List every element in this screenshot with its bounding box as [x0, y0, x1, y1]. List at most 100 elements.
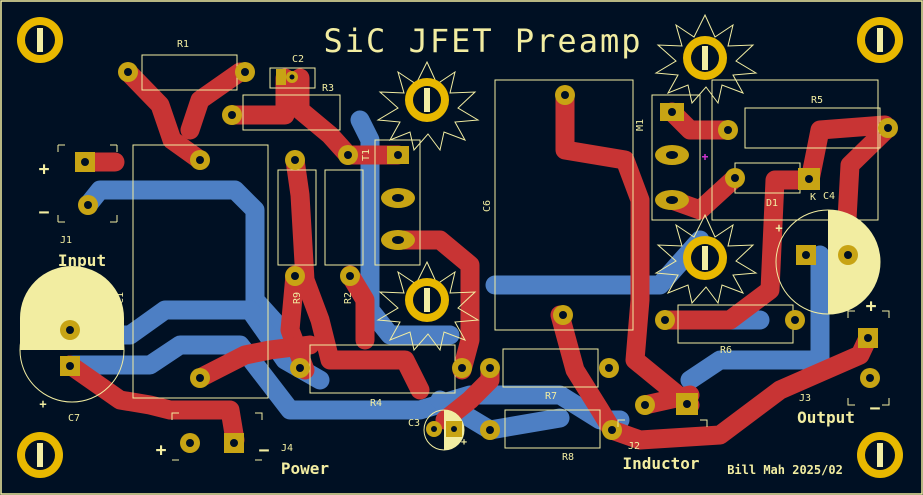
c7-plus-mark: +: [39, 397, 46, 411]
outline-t1: [374, 139, 421, 266]
corner-mark: [700, 419, 708, 427]
outline-r3: [242, 94, 341, 131]
outline-r2: [324, 169, 364, 266]
pad-hole: [641, 401, 649, 409]
c2-ref: C2: [292, 54, 304, 65]
pad-hole: [864, 334, 872, 342]
back-trace: [680, 245, 830, 390]
pad-hole: [605, 364, 613, 372]
pad-hole: [344, 151, 352, 159]
back-trace: [60, 335, 630, 430]
pad-hole: [346, 272, 354, 280]
pin1-glyph: [424, 288, 430, 312]
corner-mark: [110, 215, 118, 223]
pad-hole: [486, 426, 494, 434]
outline-c1: [132, 144, 269, 399]
board-title: SiC JFET Preamp: [324, 22, 643, 60]
pad-hole: [884, 124, 892, 132]
corner-mark: [57, 144, 65, 152]
corner-mark: [57, 215, 65, 223]
corner-mark: [847, 310, 855, 318]
pad-hole: [661, 316, 669, 324]
r3-ref: R3: [322, 83, 334, 94]
r6-ref: R6: [720, 345, 732, 356]
r1-ref: R1: [177, 39, 189, 50]
heatsink-star-3: [654, 13, 758, 105]
pad-hole: [731, 174, 739, 182]
c7-polarity-fill: [20, 266, 124, 350]
pin-marker: [704, 154, 706, 160]
square-pad-holes: [66, 108, 872, 447]
pad-hole: [289, 74, 295, 80]
pad-hole: [802, 251, 810, 259]
pin1-glyph: [37, 28, 43, 52]
pad-hole: [230, 439, 238, 447]
front-trace: [290, 68, 408, 165]
outline-r7: [502, 348, 599, 388]
pad-hole: [866, 374, 874, 382]
d1-k-mark: K: [810, 192, 816, 203]
c4-plus-mark: +: [775, 221, 782, 235]
c7-ref: C7: [68, 413, 80, 424]
r8-ref: R8: [562, 452, 574, 463]
power-label: Power: [281, 459, 329, 478]
pad-hole: [392, 194, 404, 202]
r9-ref: R9: [292, 292, 303, 304]
heatsink-stars: [376, 13, 758, 352]
front-trace: [550, 305, 622, 440]
j2-ref: J2: [628, 441, 640, 452]
t1-ref: T1: [361, 149, 372, 161]
corner-mark: [847, 398, 890, 406]
pin1-glyph: [877, 28, 883, 52]
front-trace: [800, 115, 895, 190]
front-trace: [285, 150, 430, 400]
front-trace: [190, 335, 320, 388]
front-trace: [555, 85, 700, 415]
outline-m1: [651, 94, 701, 221]
pad-hole: [296, 364, 304, 372]
pad-hole: [458, 364, 466, 372]
outline-d1-area: [711, 79, 879, 221]
corner-mark: [255, 412, 263, 420]
pad-hole: [66, 326, 74, 334]
pad-hole: [228, 111, 236, 119]
pad-hole: [241, 68, 249, 76]
outline-r8: [504, 409, 601, 449]
c6-ref: C6: [482, 200, 493, 212]
c3-plus-mark: +: [461, 437, 467, 448]
back-trace: [485, 230, 710, 295]
j1-ref: J1: [60, 235, 72, 246]
pad-hole: [291, 272, 299, 280]
front-trace: [280, 265, 315, 380]
pad-hole: [81, 158, 89, 166]
pad-square: [276, 69, 286, 85]
front-trace: [60, 355, 245, 450]
pad-hole: [666, 151, 678, 159]
board-credit: Bill Mah 2025/02: [727, 463, 843, 477]
j4-ref: J4: [281, 443, 293, 454]
outline-r9: [277, 169, 317, 266]
heatsink-star-1: [376, 60, 480, 152]
j3-ref: J3: [799, 393, 811, 404]
pad-hole: [724, 126, 732, 134]
pad-hole: [196, 374, 204, 382]
heatsink-star-2: [376, 260, 480, 352]
power-minus: −: [259, 440, 270, 461]
oval-pad-holes: [289, 74, 678, 244]
pad-hole: [394, 151, 402, 159]
pad-hole: [559, 311, 567, 319]
pad-hole: [392, 236, 404, 244]
pad-hole: [608, 426, 616, 434]
front-trace: [602, 328, 878, 450]
d1-ref: D1: [766, 198, 778, 209]
corner-mark: [171, 412, 179, 420]
pad-hole: [186, 439, 194, 447]
pin1-glyph: [702, 246, 708, 270]
r5-ref: R5: [811, 95, 823, 106]
pad-hole: [451, 426, 457, 432]
round-pad-holes: [66, 68, 892, 447]
front-trace: [655, 170, 810, 330]
corner-mark: [617, 419, 625, 427]
